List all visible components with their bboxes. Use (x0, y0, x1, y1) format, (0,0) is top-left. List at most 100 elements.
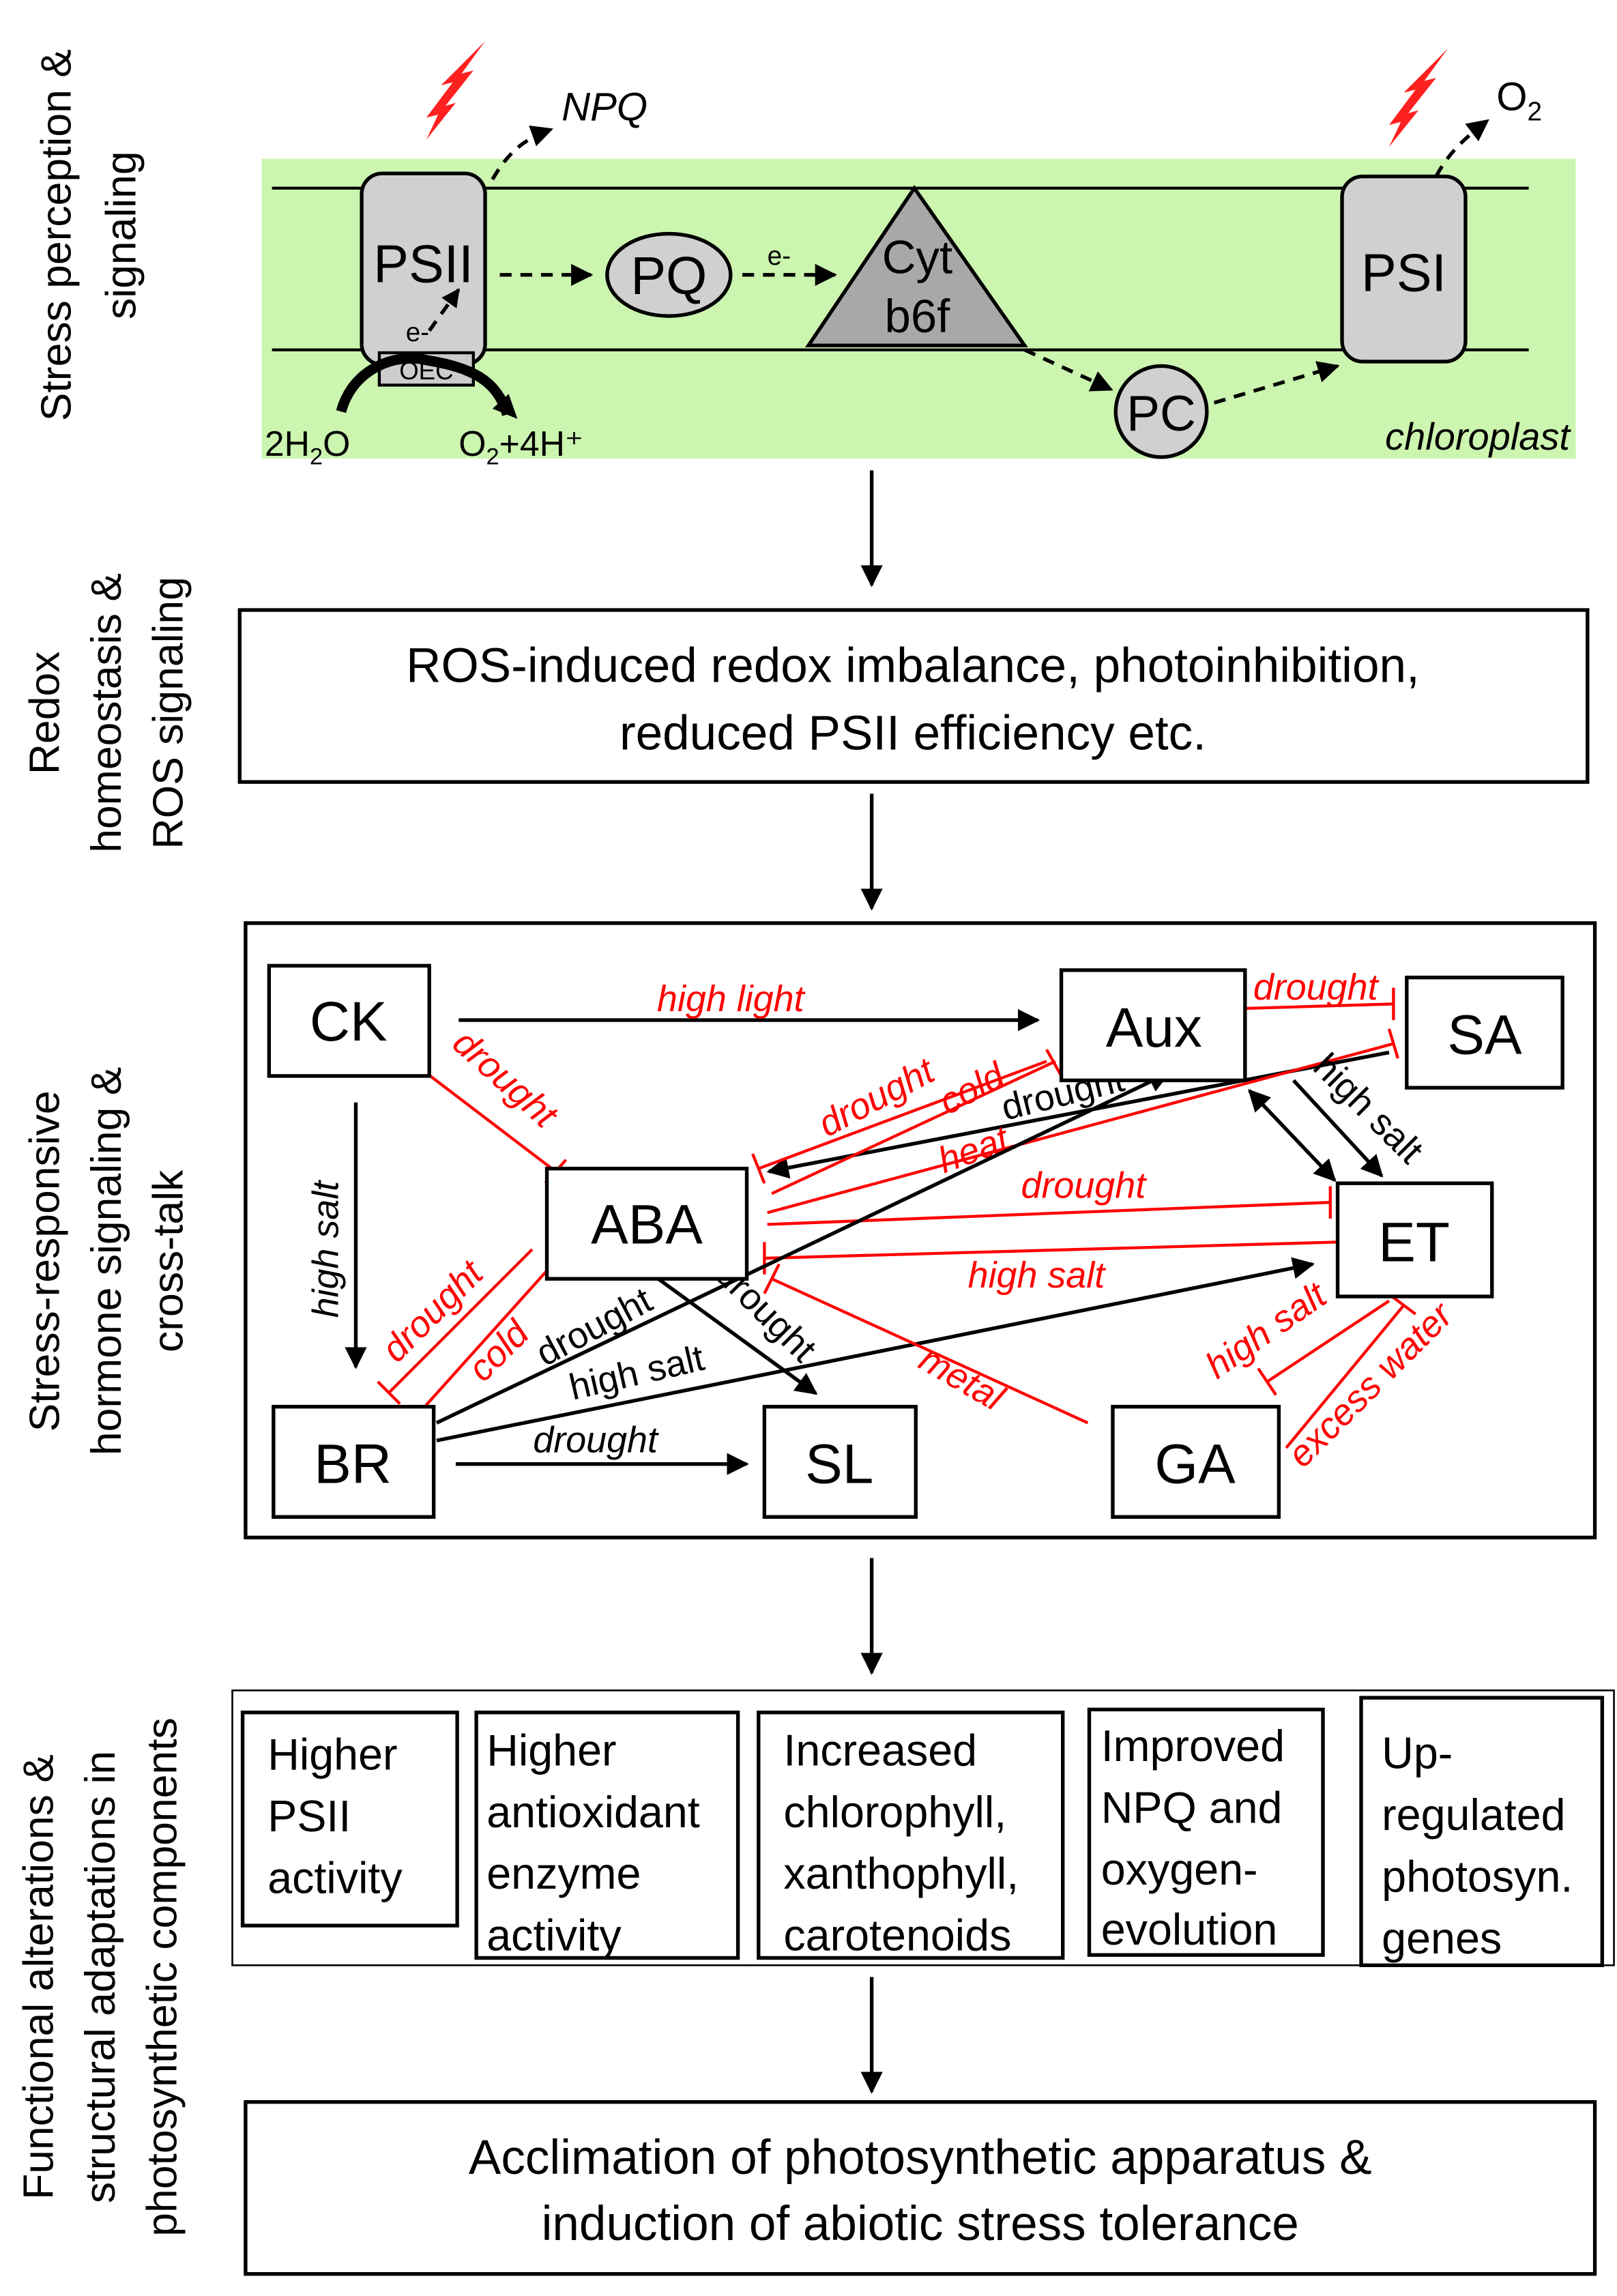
svg-text:high salt: high salt (306, 1180, 347, 1318)
svg-text:drought: drought (533, 1419, 659, 1460)
svg-text:Increased: Increased (783, 1726, 977, 1775)
electron-arrow (428, 288, 461, 332)
lightning-icon (1388, 48, 1448, 147)
svg-text:xanthophyll,: xanthophyll, (783, 1849, 1019, 1898)
svg-text:drought: drought (1021, 1165, 1148, 1206)
edge-ck-br: high salt (306, 1102, 367, 1369)
pq-label: PQ (630, 247, 707, 306)
water-split-arrow (336, 353, 512, 416)
pc-node (1113, 364, 1209, 459)
side-label-line: hormone signaling & (83, 1067, 130, 1456)
svg-text:SL: SL (805, 1434, 873, 1496)
svg-text:evolution: evolution (1101, 1905, 1278, 1954)
arrowhead-icon (492, 394, 518, 419)
cyt-to-pc-arrow (1023, 348, 1113, 392)
svg-text:activity: activity (267, 1854, 403, 1903)
side-label-line: Stress perception & (33, 49, 81, 421)
node-aba: ABA (544, 1166, 749, 1281)
npq-arrow (491, 125, 554, 181)
adaptation-genes: Up-regulated photosyn. genes (1359, 1696, 1605, 1967)
psii-label: PSII (373, 235, 474, 294)
svg-text:Up-: Up- (1382, 1729, 1453, 1778)
final-text: induction of abiotic stress tolerance (542, 2197, 1299, 2251)
cyt-label: Cyt (882, 231, 952, 284)
svg-text:NPQ and: NPQ and (1101, 1783, 1283, 1832)
svg-text:CK: CK (310, 991, 388, 1053)
side-label-line: photosynthetic components (139, 1717, 186, 2237)
svg-text:chlorophyll,: chlorophyll, (783, 1788, 1006, 1837)
edge-ck-aux: high light (458, 978, 1040, 1032)
svg-text:GA: GA (1154, 1434, 1236, 1496)
edge-aba-et: drought (767, 1165, 1332, 1226)
pc-to-psi-arrow (1213, 361, 1340, 405)
redox-box: ROS-induced redox imbalance, photoinhibi… (237, 608, 1590, 784)
side-label-hormone: Stress-responsive hormone signaling & cr… (20, 1067, 192, 1456)
o2-label: O2 (1496, 75, 1542, 127)
npq-label: NPQ (562, 85, 647, 130)
chloroplast-label: chloroplast (1385, 415, 1571, 458)
water-label: 2H2O (265, 424, 350, 470)
node-sl: SL (762, 1404, 918, 1519)
svg-text:Higher: Higher (267, 1730, 397, 1779)
electron-label: e- (406, 318, 429, 347)
svg-text:antioxidant: antioxidant (486, 1788, 700, 1837)
node-ga: GA (1111, 1404, 1281, 1519)
svg-text:ET: ET (1378, 1211, 1450, 1273)
node-et: ET (1335, 1181, 1494, 1298)
side-label-line: structural adaptations in (76, 1751, 124, 2203)
pq-node (605, 231, 733, 318)
chloroplast-panel: PSII e- OEC 2H2O O2+4H⁺ NPQ PQ e- Cyt b6… (261, 41, 1576, 470)
edge-aux-sa: drought (1246, 967, 1395, 1021)
svg-text:high salt: high salt (968, 1255, 1107, 1296)
svg-text:genes: genes (1382, 1914, 1502, 1963)
svg-text:Improved: Improved (1101, 1721, 1285, 1771)
hormone-network: high light high salt drought drought dro… (244, 921, 1597, 1540)
edge-br-sl: drought (455, 1419, 749, 1475)
pc-label: PC (1126, 386, 1196, 441)
side-label-line: Redox (20, 652, 68, 775)
svg-text:BR: BR (314, 1434, 392, 1496)
svg-text:SA: SA (1447, 1004, 1522, 1066)
node-br: BR (272, 1404, 436, 1519)
final-text: Acclimation of photosynthetic apparatus … (469, 2131, 1372, 2185)
svg-text:Higher: Higher (486, 1726, 616, 1775)
side-label-functional: Functional alterations & structural adap… (15, 1717, 186, 2237)
redox-text: reduced PSII efficiency etc. (620, 707, 1206, 761)
svg-text:PSII: PSII (267, 1792, 351, 1841)
node-sa: SA (1405, 975, 1564, 1090)
side-label-line: homeostasis & (83, 573, 130, 853)
side-label-line: Stress-responsive (20, 1090, 68, 1432)
svg-text:regulated: regulated (1382, 1790, 1565, 1840)
psi-label: PSI (1361, 244, 1446, 303)
svg-text:activity: activity (486, 1911, 622, 1960)
side-label-line: ROS signaling (144, 577, 192, 849)
side-label-line: Functional alterations & (15, 1754, 63, 2200)
svg-text:ABA: ABA (591, 1194, 703, 1256)
svg-text:photosyn.: photosyn. (1382, 1852, 1573, 1902)
side-label-stress-perception: Stress perception & signaling (33, 49, 145, 421)
cytb6f-complex (804, 184, 1028, 347)
side-label-redox: Redox homeostasis & ROS signaling (20, 573, 192, 853)
edge-et-aba: high salt (763, 1240, 1338, 1296)
node-aux: Aux (1059, 968, 1247, 1083)
psi-complex (1340, 174, 1468, 364)
adaptation-pigments: Increased chlorophyll, xanthophyll, caroten… (757, 1711, 1065, 1960)
side-label-line: signaling (97, 151, 145, 319)
node-ck: CK (267, 963, 431, 1078)
side-label-line: cross-talk (144, 1169, 192, 1352)
redox-text: ROS-induced redox imbalance, photoinhibi… (406, 639, 1420, 693)
edge-et-aux (1248, 1089, 1337, 1182)
o2-arrow (1434, 119, 1489, 177)
electron-label: e- (768, 242, 791, 271)
svg-text:carotenoids: carotenoids (783, 1911, 1011, 1960)
lightning-icon (426, 41, 486, 140)
svg-text:high light: high light (657, 978, 806, 1019)
products-label: O2+4H⁺ (458, 424, 583, 470)
cyt-label: b6f (885, 290, 951, 343)
